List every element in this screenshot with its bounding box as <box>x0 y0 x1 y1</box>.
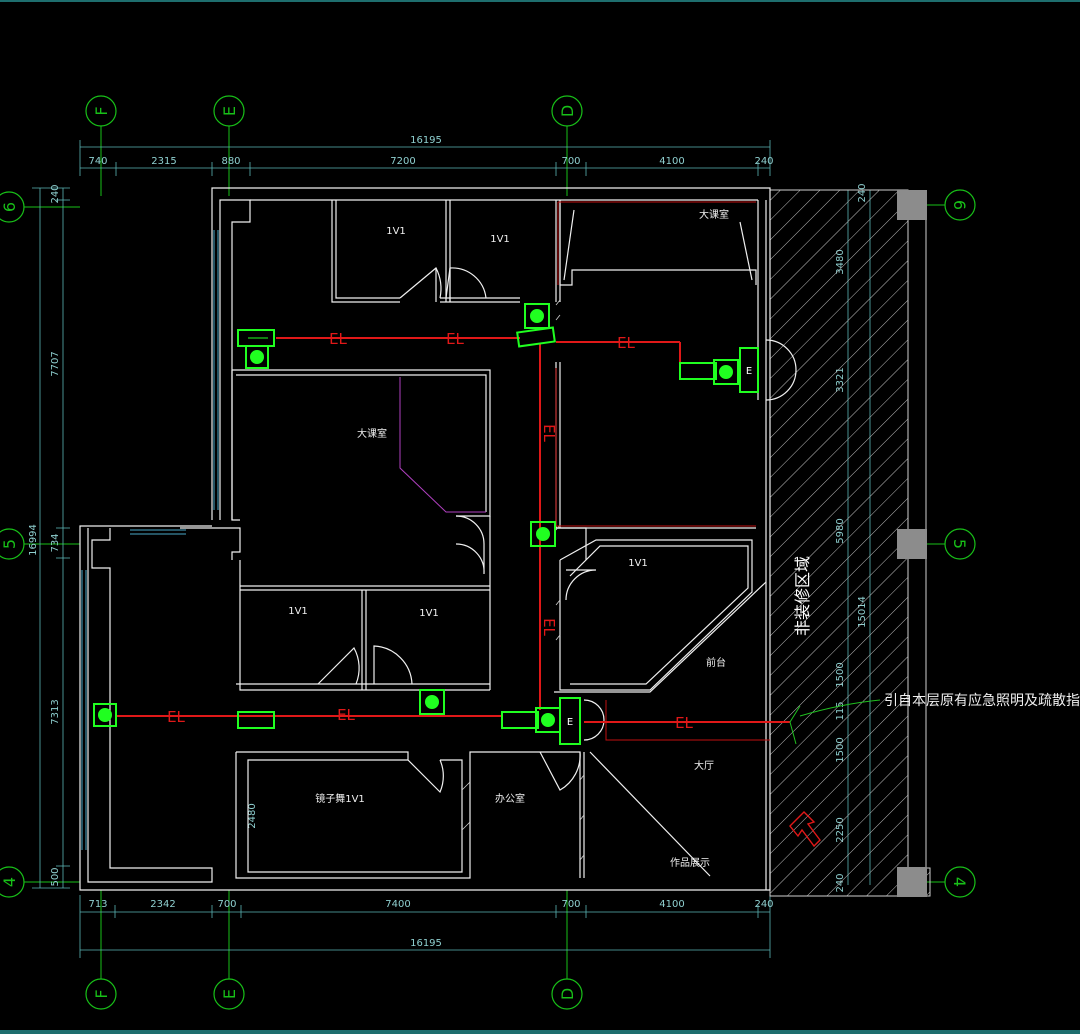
dim-bottom-5: 700 <box>561 899 580 910</box>
emergency-light-icon <box>536 527 550 541</box>
room-1v1-a: 1V1 <box>386 226 406 237</box>
room-1v1-c: 1V1 <box>288 606 308 617</box>
dim-left-2: 7707 <box>50 351 61 376</box>
emergency-circuit <box>116 337 790 723</box>
dim-bottom-7: 240 <box>754 899 773 910</box>
dim-top-5: 700 <box>561 156 580 167</box>
emergency-light-icon <box>541 713 555 727</box>
el-label-8: EL <box>675 714 693 732</box>
fixture-text: E E <box>567 366 752 728</box>
emergency-light-fixture[interactable] <box>524 303 550 329</box>
dim-top-2: 2315 <box>151 156 176 167</box>
emergency-light-fixture[interactable] <box>713 359 739 385</box>
axis-label-6-right: 6 <box>950 200 969 210</box>
exit-sign-fixture[interactable] <box>237 711 275 729</box>
dim-left-5: 500 <box>50 867 61 886</box>
room-big-class-top: 大课室 <box>699 208 729 221</box>
dim-top-6: 4100 <box>659 156 684 167</box>
el-label-2: EL <box>446 330 464 348</box>
exit-box-fixture[interactable] <box>559 697 581 745</box>
dim-bottom-6: 4100 <box>659 899 684 910</box>
partition-line <box>399 377 486 513</box>
non-decoration-zone <box>769 189 931 897</box>
exit-label-1: E <box>746 366 752 377</box>
dim-left-4: 7313 <box>50 699 61 724</box>
dim-bottom-3: 700 <box>217 899 236 910</box>
room-front-desk: 前台 <box>706 656 726 669</box>
exit-sign-fixture[interactable] <box>516 326 556 348</box>
axis-label-D-top: D <box>558 105 577 117</box>
el-label-5: EL <box>540 618 558 636</box>
room-1v1-d: 1V1 <box>419 608 439 619</box>
window-top-border <box>0 0 1080 2</box>
room-big-class-mid: 大课室 <box>357 427 387 440</box>
emergency-light-fixture[interactable] <box>530 521 556 547</box>
exit-sign-fixture[interactable] <box>679 362 717 380</box>
el-label-4: EL <box>540 424 558 442</box>
emergency-light-fixture[interactable] <box>245 345 269 369</box>
dimension-lines <box>32 140 871 958</box>
note-leader <box>789 699 881 745</box>
axis-label-F-bottom: F <box>92 989 111 998</box>
wall-hatching <box>461 299 585 861</box>
emergency-light-icon <box>98 708 112 722</box>
dim-top-7: 240 <box>754 156 773 167</box>
dim-bottom-4: 7400 <box>385 899 410 910</box>
axis-label-5-right: 5 <box>950 539 969 549</box>
dim-top-3: 880 <box>221 156 240 167</box>
el-label-7: EL <box>337 706 355 724</box>
axis-bubble-labels: F E D F E D 6 5 4 6 5 4 <box>0 105 969 1000</box>
axis-label-4-left: 4 <box>0 877 19 887</box>
emergency-light-fixture[interactable] <box>93 703 117 727</box>
axis-bubbles <box>0 95 976 1010</box>
room-display: 作品展示 <box>670 857 710 869</box>
room-1v1-b: 1V1 <box>490 234 510 245</box>
room-1v1-e: 1V1 <box>628 558 648 569</box>
dim-bottom-total: 16195 <box>410 938 442 949</box>
dim-left-1: 240 <box>50 184 61 203</box>
emergency-light-icon <box>425 695 439 709</box>
dimension-text: 16195 740 2315 880 7200 700 4100 240 161… <box>28 135 868 949</box>
room-mirror-1v1: 镜子舞1V1 <box>315 792 365 805</box>
dim-left-3: 734 <box>50 533 61 552</box>
dim-top-4: 7200 <box>390 156 415 167</box>
room-hall: 大厅 <box>694 759 714 772</box>
axis-label-F-top: F <box>92 106 111 115</box>
windows <box>81 230 219 850</box>
emergency-light-icon <box>250 350 264 364</box>
axis-label-D-bottom: D <box>558 988 577 1000</box>
emergency-light-icon <box>719 365 733 379</box>
emergency-light-icon <box>530 309 544 323</box>
window-bottom-border <box>0 1030 1080 1034</box>
el-label-3: EL <box>617 334 635 352</box>
axis-label-E-top: E <box>220 106 239 116</box>
room-labels: 1V1 1V1 大课室 大课室 1V1 1V1 1V1 前台 大厅 镜子舞1V1… <box>288 208 729 869</box>
axis-lines <box>24 126 945 980</box>
exit-sign-fixture[interactable] <box>501 711 539 729</box>
axis-label-6-left: 6 <box>0 202 19 212</box>
red-arrow-icon <box>789 811 821 848</box>
axis-label-5-left: 5 <box>0 539 19 549</box>
emergency-note: 引自本层原有应急照明及疏散指示 <box>884 692 1080 709</box>
dim-top-1: 740 <box>88 156 107 167</box>
exit-box-fixture[interactable] <box>739 347 759 393</box>
emergency-fixtures[interactable] <box>93 303 759 745</box>
el-label-6: EL <box>167 708 185 726</box>
axis-label-E-bottom: E <box>220 989 239 999</box>
exit-label-2: E <box>567 717 573 728</box>
non-decoration-label: 非装修区域 <box>793 556 812 636</box>
dim-top-total: 16195 <box>410 135 442 146</box>
el-label-1: EL <box>329 330 347 348</box>
dim-inner-2480: 2480 <box>247 803 258 828</box>
dim-bottom-2: 2342 <box>150 899 175 910</box>
dim-left-total: 16994 <box>28 524 39 556</box>
axis-label-4-right: 4 <box>950 877 969 887</box>
dim-bottom-1: 713 <box>88 899 107 910</box>
emergency-labels: EL EL EL EL EL EL EL EL <box>167 330 693 732</box>
room-office: 办公室 <box>495 792 525 805</box>
walls <box>79 187 797 891</box>
red-zone-lines <box>555 201 770 741</box>
emergency-light-fixture[interactable] <box>419 689 445 715</box>
